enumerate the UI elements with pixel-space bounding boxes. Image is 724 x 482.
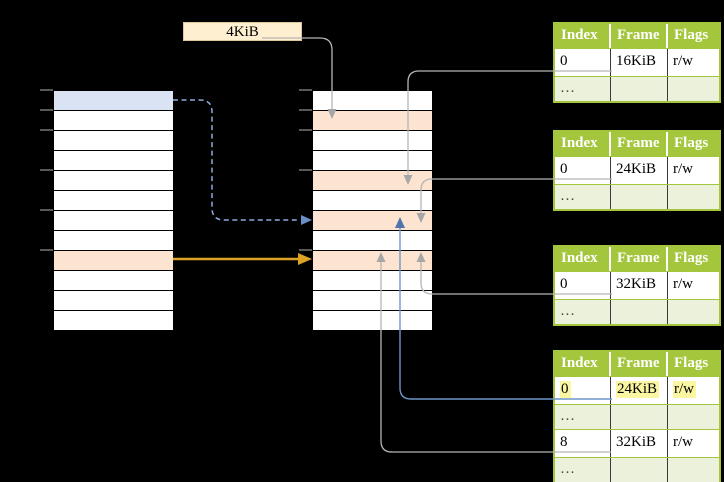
frame-table <box>312 90 433 331</box>
page-row <box>313 251 432 271</box>
cell-index: … <box>555 77 611 101</box>
table-header: Index Frame Flags <box>555 352 719 376</box>
cell-frame <box>611 185 668 209</box>
page-row <box>54 211 173 231</box>
table-row: 0 24KiB r/w <box>555 156 719 184</box>
page-row <box>54 111 173 131</box>
cell-flags: r/w <box>673 276 693 292</box>
cell-flags: r/w <box>673 434 693 450</box>
cell-frame <box>611 458 668 482</box>
page-row <box>54 291 173 311</box>
cell-index: … <box>555 405 611 429</box>
header-index: Index <box>555 247 611 271</box>
cell-flags <box>668 300 719 324</box>
page-row <box>313 191 432 211</box>
page-row <box>54 151 173 171</box>
page-row <box>54 191 173 211</box>
page-row <box>313 291 432 311</box>
header-index: Index <box>555 132 611 156</box>
arrow-dashed-entry-to-frame-icon <box>173 99 312 225</box>
header-frame: Frame <box>611 132 668 156</box>
highlighted-value: 0 <box>560 381 571 398</box>
header-flags: Flags <box>674 135 709 151</box>
header-flags: Flags <box>674 355 709 371</box>
page-row <box>313 91 432 111</box>
page-row <box>54 91 173 111</box>
header-frame: Frame <box>611 247 668 271</box>
table-header: Index Frame Flags <box>555 132 719 156</box>
page-row <box>313 231 432 251</box>
cell-flags <box>668 405 719 429</box>
page-row <box>313 131 432 151</box>
table-row: 0 16KiB r/w <box>555 48 719 76</box>
table-row: 0 32KiB r/w <box>555 271 719 299</box>
cell-frame <box>611 77 668 101</box>
cell-index: 0 <box>555 49 611 76</box>
table-row-highlighted: 0 24KiB r/w <box>555 376 719 404</box>
page-row <box>313 311 432 330</box>
page-row <box>54 171 173 191</box>
header-flags: Flags <box>674 27 709 43</box>
header-frame: Frame <box>611 24 668 48</box>
page-row <box>313 151 432 171</box>
page-row <box>313 171 432 191</box>
cell-frame: 24KiB <box>611 377 668 404</box>
page-row <box>54 131 173 151</box>
page-size-label: 4KiB <box>226 24 259 40</box>
highlighted-value: 24KiB <box>616 381 660 398</box>
table-row-ellipsis: … <box>555 404 719 429</box>
cell-flags <box>668 77 719 101</box>
page-table-4: Index Frame Flags 0 24KiB r/w … 8 32KiB … <box>553 350 721 482</box>
table-row-ellipsis: … <box>555 299 719 324</box>
cell-frame: 32KiB <box>611 272 668 299</box>
table-row-ellipsis: … <box>555 76 719 101</box>
page-table-2: Index Frame Flags 0 24KiB r/w … <box>553 130 721 211</box>
page-table-1: Index Frame Flags 0 16KiB r/w … <box>553 22 721 103</box>
cell-index: 0 <box>555 272 611 299</box>
cell-index: … <box>555 458 611 482</box>
page-size-label-box: 4KiB <box>183 22 302 41</box>
header-index: Index <box>555 24 611 48</box>
page-table-3: Index Frame Flags 0 32KiB r/w … <box>553 245 721 326</box>
page-row <box>54 311 173 330</box>
page-row <box>54 251 173 271</box>
header-frame: Frame <box>611 352 668 376</box>
cell-flags: r/w <box>673 53 693 69</box>
cell-index: 0 <box>555 157 611 184</box>
cell-index: 0 <box>555 377 611 404</box>
cell-flags <box>668 458 719 482</box>
table-row-ellipsis: … <box>555 184 719 209</box>
table-header: Index Frame Flags <box>555 247 719 271</box>
table-row-ellipsis: … <box>555 457 719 482</box>
cell-frame <box>611 300 668 324</box>
page-row <box>313 271 432 291</box>
level2-page-table <box>53 90 174 331</box>
arrow-orange-entry-to-frame-icon <box>173 253 312 265</box>
header-flags: Flags <box>674 250 709 266</box>
page-row <box>313 111 432 131</box>
cell-index: 8 <box>555 430 611 457</box>
cell-frame: 24KiB <box>611 157 668 184</box>
cell-frame: 16KiB <box>611 49 668 76</box>
cell-flags: r/w <box>673 161 693 177</box>
cell-frame <box>611 405 668 429</box>
table-row: 8 32KiB r/w <box>555 429 719 457</box>
header-index: Index <box>555 352 611 376</box>
highlighted-value: r/w <box>673 381 696 398</box>
table-header: Index Frame Flags <box>555 24 719 48</box>
page-row <box>54 231 173 251</box>
cell-flags: r/w <box>668 377 719 404</box>
cell-frame: 32KiB <box>611 430 668 457</box>
page-row <box>313 211 432 231</box>
cell-index: … <box>555 185 611 209</box>
cell-flags <box>668 185 719 209</box>
cell-index: … <box>555 300 611 324</box>
page-row <box>54 271 173 291</box>
